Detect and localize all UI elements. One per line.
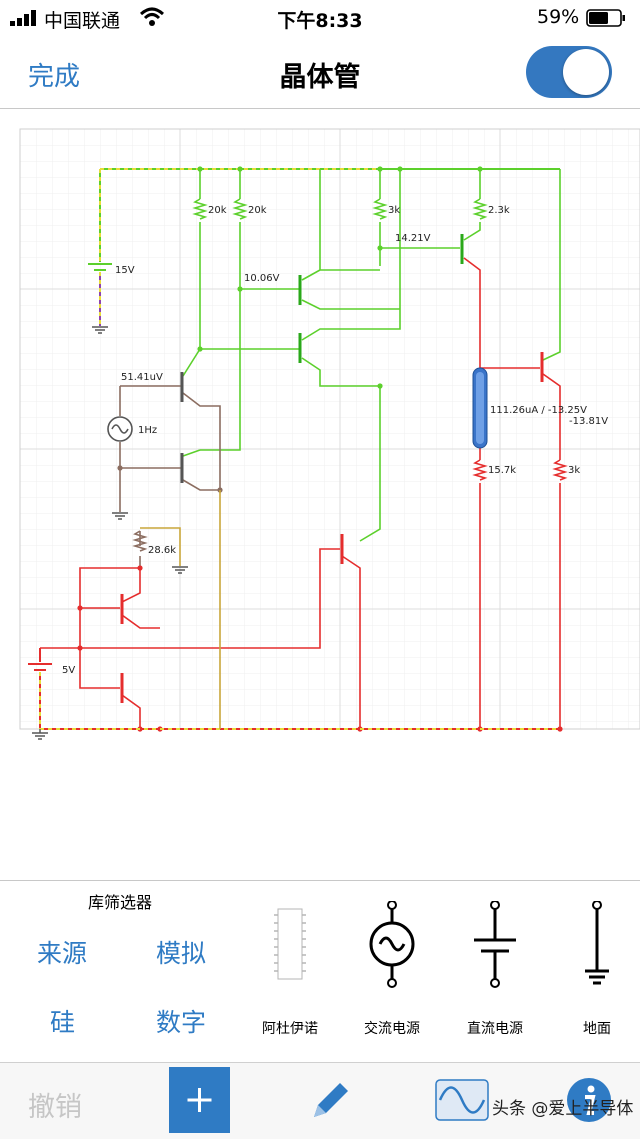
label-20k-b: 20k <box>248 205 267 216</box>
component-ground[interactable]: 地面 <box>552 901 640 1051</box>
add-component-button[interactable] <box>169 1067 230 1133</box>
filter-analog[interactable]: 模拟 <box>156 939 207 968</box>
component-ac-source-label: 交流电源 <box>364 1021 420 1037</box>
label-14-21v: 14.21V <box>395 233 431 244</box>
label-10-06v: 10.06V <box>244 273 280 284</box>
component-dc-source-label: 直流电源 <box>467 1021 523 1037</box>
clock: 下午8:33 <box>277 10 363 32</box>
label-3k-top: 3k <box>388 205 400 216</box>
filter-digital[interactable]: 数字 <box>156 1008 207 1037</box>
battery-percent: 59% <box>537 6 580 28</box>
library-filter-title: 库筛选器 <box>88 893 153 912</box>
component-arduino-label: 阿杜伊诺 <box>262 1021 318 1037</box>
done-button[interactable]: 完成 <box>28 62 81 92</box>
battery-icon <box>586 9 625 27</box>
input-stage-wires <box>119 385 221 568</box>
resistor-28-6k[interactable] <box>132 530 148 552</box>
ground-input <box>112 512 128 520</box>
signal-icon <box>10 10 36 26</box>
ac-source-1hz[interactable] <box>107 416 133 442</box>
component-ground-label: 地面 <box>583 1021 611 1037</box>
pencil-icon[interactable] <box>308 1079 352 1123</box>
resistor-2-3k[interactable] <box>472 198 488 220</box>
label-28-6k: 28.6k <box>148 545 176 556</box>
toggle-knob <box>563 49 609 95</box>
component-library: 库筛选器 来源 模拟 硅 数字 阿杜伊诺 交流电源 <box>0 880 640 1063</box>
dc-source-icon <box>474 901 516 988</box>
label-probe: 111.26uA / -13.25V <box>490 405 587 416</box>
component-arduino[interactable]: 阿杜伊诺 <box>245 901 335 1051</box>
info-icon[interactable] <box>566 1077 612 1123</box>
status-bar: 中国联通 下午8:33 59% <box>0 0 640 36</box>
filter-silicon[interactable]: 硅 <box>50 1008 76 1037</box>
component-ac-source[interactable]: 交流电源 <box>347 901 437 1051</box>
undo-button[interactable]: 撤销 <box>28 1092 82 1123</box>
resistor-20k-b[interactable] <box>232 198 248 220</box>
waveform-icon[interactable] <box>435 1079 489 1121</box>
ground-icon <box>585 901 609 985</box>
label-5v: 5V <box>62 665 75 676</box>
resistor-3k-right[interactable] <box>552 459 568 481</box>
ground-main <box>32 729 48 740</box>
label-20k-a: 20k <box>208 205 227 216</box>
dc-source-5v[interactable] <box>28 647 80 729</box>
simulation-toggle[interactable] <box>526 46 612 98</box>
label-1hz: 1Hz <box>138 425 157 436</box>
plus-icon <box>187 1088 212 1112</box>
nav-bar: 完成 晶体管 <box>0 36 640 109</box>
filter-source[interactable]: 来源 <box>37 939 88 968</box>
dc-source-15v[interactable] <box>88 169 112 334</box>
ac-source-icon <box>369 901 415 988</box>
label-13-81v: -13.81V <box>569 416 608 427</box>
resistor-3k-top[interactable] <box>372 198 388 220</box>
bottom-toolbar: 撤销 头条 @爱上半导体 <box>0 1062 640 1139</box>
red-wires <box>79 257 561 729</box>
page-title: 晶体管 <box>279 62 361 93</box>
circuit-canvas[interactable]: 15V 20k 20k 3k 2.3k 14.21V 10.06V 51.41u… <box>0 109 640 879</box>
carrier-name: 中国联通 <box>44 10 121 32</box>
label-2-3k: 2.3k <box>488 205 510 216</box>
resistor-15-7k[interactable] <box>472 459 488 481</box>
label-15v: 15V <box>115 265 135 276</box>
label-3k-right: 3k <box>568 465 580 476</box>
current-probe[interactable] <box>472 367 488 449</box>
label-15-7k: 15.7k <box>488 465 516 476</box>
label-51-41uv: 51.41uV <box>121 372 163 383</box>
arduino-icon <box>274 908 306 980</box>
watermark-text: 头条 @爱上半导体 <box>492 1099 634 1119</box>
circuit-schematic[interactable]: 15V 20k 20k 3k 2.3k 14.21V 10.06V 51.41u… <box>0 109 640 879</box>
component-dc-source[interactable]: 直流电源 <box>450 901 540 1051</box>
wifi-icon <box>140 7 164 26</box>
resistor-20k-a[interactable] <box>192 198 208 220</box>
ground-bias <box>172 566 188 574</box>
